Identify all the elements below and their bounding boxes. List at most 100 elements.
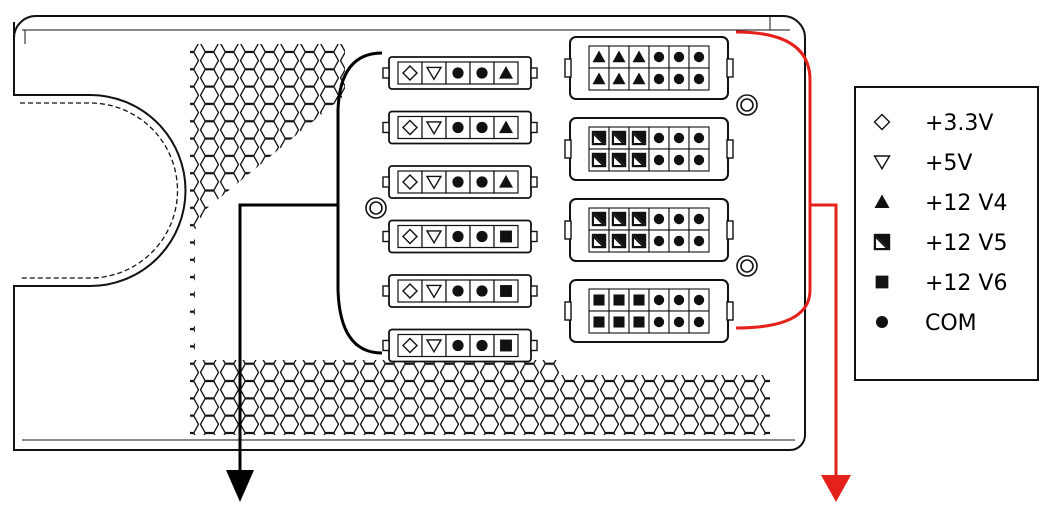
triangle-up-filled-icon — [612, 72, 626, 85]
triangle-up-filled-icon — [592, 50, 606, 63]
diamond-outline-icon — [402, 174, 418, 190]
legend-label: +12 V5 — [925, 231, 1007, 256]
circle-filled-icon — [693, 73, 705, 85]
legend-label: +12 V4 — [925, 191, 1007, 216]
legend-item: +3.3V — [873, 111, 993, 136]
circle-filled-icon — [876, 316, 888, 328]
circle-filled-icon — [653, 73, 665, 85]
small-connector — [382, 56, 538, 90]
circle-filled-icon — [673, 213, 685, 225]
legend-item: +12 V5 — [873, 231, 1007, 256]
circle-filled-icon — [673, 51, 685, 63]
legend-item: +5V — [873, 151, 972, 176]
circle-filled-icon — [673, 316, 685, 328]
circle-filled-icon — [476, 339, 488, 352]
half-square-icon — [611, 130, 627, 146]
panel-outline — [13, 15, 806, 451]
triangle-up-filled-icon — [632, 50, 646, 63]
diamond-outline-icon — [402, 119, 418, 136]
square-filled-icon — [613, 294, 625, 306]
half-square-icon — [631, 130, 647, 146]
circle-filled-icon — [673, 132, 685, 144]
small-connectors-group — [382, 56, 538, 363]
circle-filled-icon — [452, 285, 464, 297]
diamond-outline-icon — [873, 113, 891, 131]
triangle-down-outline-icon — [425, 230, 443, 245]
triangle-up-filled-icon — [632, 72, 646, 85]
circle-filled-icon — [452, 67, 464, 79]
half-square-icon — [611, 233, 627, 249]
small-connector — [382, 274, 538, 308]
circle-filled-icon — [673, 294, 685, 306]
circle-filled-icon — [653, 294, 665, 306]
half-square-icon — [591, 211, 607, 227]
triangle-up-filled-icon — [499, 66, 513, 79]
square-filled-icon — [500, 230, 512, 243]
large-connector — [564, 117, 734, 181]
legend-label: +3.3V — [925, 111, 993, 136]
square-filled-icon — [500, 285, 512, 297]
circle-filled-icon — [693, 154, 705, 166]
small-connector — [382, 219, 538, 254]
triangle-up-filled-icon — [874, 194, 890, 208]
legend-label: COM — [925, 311, 977, 336]
circle-filled-icon — [452, 230, 464, 243]
circle-filled-icon — [693, 294, 705, 306]
circle-filled-icon — [476, 176, 488, 188]
half-square-icon — [873, 233, 891, 251]
circle-filled-icon — [693, 235, 705, 247]
half-square-icon — [631, 233, 647, 249]
black-bracket-arrow — [238, 51, 383, 470]
down-arrow-black — [226, 470, 254, 502]
circle-filled-icon — [653, 316, 665, 328]
diamond-outline-icon — [402, 283, 418, 299]
circle-filled-icon — [653, 213, 665, 225]
circle-filled-icon — [653, 51, 665, 63]
circle-filled-icon — [476, 230, 488, 243]
square-filled-icon — [593, 294, 605, 306]
legend-item: +12 V6 — [875, 271, 1007, 296]
mounting-holes — [365, 94, 758, 277]
large-connector — [564, 198, 734, 262]
square-filled-icon — [875, 275, 889, 289]
diamond-outline-icon — [402, 228, 418, 245]
red-bracket-arrow — [735, 30, 838, 475]
small-connector — [382, 328, 538, 363]
triangle-up-filled-icon — [592, 72, 606, 85]
triangle-up-filled-icon — [499, 175, 513, 188]
square-filled-icon — [633, 316, 645, 328]
legend-box: +3.3V +5V +12 V4 +12 V5 +12 V6 COM — [854, 86, 1039, 381]
circle-filled-icon — [653, 154, 665, 166]
triangle-down-outline-icon — [425, 284, 443, 299]
circle-filled-icon — [452, 121, 464, 134]
triangle-down-outline-icon — [425, 339, 443, 354]
circle-filled-icon — [693, 213, 705, 225]
circle-filled-icon — [476, 67, 488, 79]
half-square-icon — [611, 152, 627, 168]
circle-filled-icon — [673, 235, 685, 247]
circle-filled-icon — [653, 132, 665, 144]
circle-filled-icon — [452, 339, 464, 352]
legend-label: +12 V6 — [925, 271, 1007, 296]
square-filled-icon — [633, 294, 645, 306]
triangle-up-filled-icon — [612, 50, 626, 63]
diamond-outline-icon — [402, 337, 418, 354]
circle-filled-icon — [693, 132, 705, 144]
circle-filled-icon — [673, 73, 685, 85]
half-square-icon — [611, 211, 627, 227]
circle-filled-icon — [476, 285, 488, 297]
down-arrow-red — [821, 475, 851, 502]
half-square-icon — [631, 211, 647, 227]
triangle-down-outline-icon — [425, 121, 443, 136]
triangle-up-filled-icon — [499, 120, 513, 134]
half-square-icon — [591, 130, 607, 146]
half-square-icon — [591, 233, 607, 249]
large-connectors-group — [564, 36, 734, 343]
triangle-down-outline-icon — [873, 155, 891, 171]
half-square-icon — [631, 152, 647, 168]
circle-filled-icon — [693, 51, 705, 63]
circle-filled-icon — [476, 121, 488, 134]
square-filled-icon — [613, 316, 625, 328]
circle-filled-icon — [693, 316, 705, 328]
triangle-down-outline-icon — [425, 175, 443, 190]
